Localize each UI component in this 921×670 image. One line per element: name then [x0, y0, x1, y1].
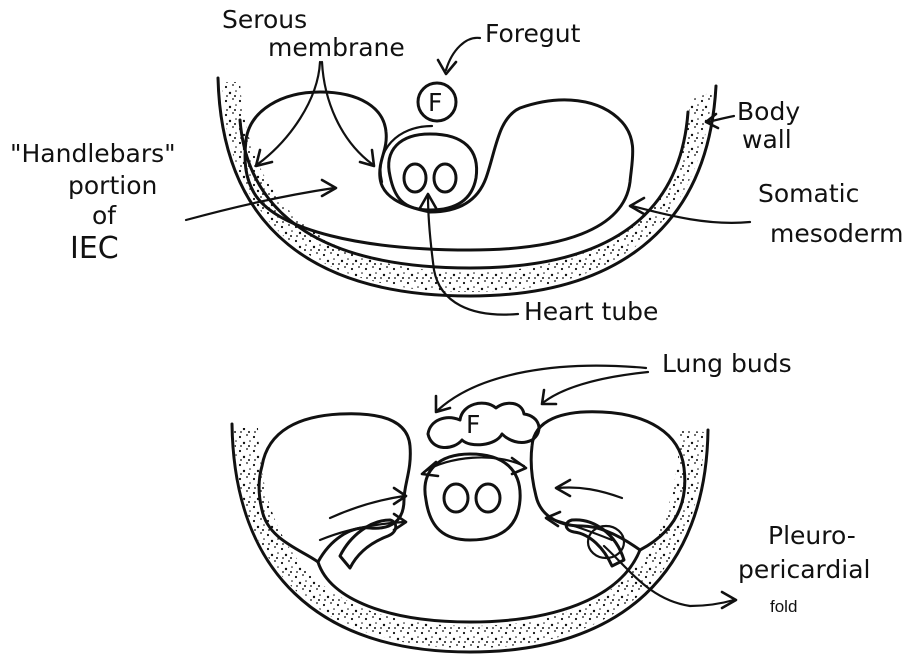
foregut-symbol-a: F	[428, 88, 442, 117]
serous-arrow-right	[320, 60, 374, 166]
handlebars-label-line3: of	[92, 201, 117, 230]
foregut-label: Foregut	[485, 19, 581, 48]
foregut-symbol-b: F	[466, 410, 480, 439]
serous-membrane-label-line2: membrane	[268, 33, 405, 62]
handlebars-arrow	[184, 186, 336, 222]
heart-lumen-left-a	[402, 162, 428, 194]
somatic-mesoderm-a	[222, 82, 712, 292]
heart-tube-label: Heart tube	[524, 297, 658, 326]
left-cavity-b	[257, 412, 412, 564]
lung-buds-label: Lung buds	[662, 349, 792, 378]
pleuropericardial-label-line1: Pleuro-	[768, 521, 856, 550]
left-cavity-a	[243, 90, 635, 252]
foregut-lung-buds-b	[426, 401, 541, 449]
pleuro-fold-right	[564, 518, 626, 568]
handlebars-label-line4: IEC	[70, 231, 119, 266]
arrows-b	[318, 364, 738, 610]
heart-lumen-left-b	[442, 482, 470, 514]
pleuropericardial-label-line2: pericardial	[738, 555, 870, 584]
somatic-mesoderm-label-line2: mesoderm	[770, 219, 904, 248]
somatic-mesoderm-arrow	[630, 204, 752, 224]
handlebars-label-line2: portion	[68, 171, 157, 200]
somatic-mesoderm-b	[234, 428, 704, 648]
serous-arrow-left	[256, 60, 322, 166]
pleuropericardial-arrow	[602, 544, 736, 608]
fold-arrow-left-lower	[318, 520, 406, 542]
double-arrow-top	[422, 456, 526, 474]
heart-lumen-right-a	[432, 162, 458, 194]
lung-bud-arrow-left	[436, 364, 648, 412]
body-wall-arrow	[706, 114, 736, 124]
heart-tube-arrow	[426, 194, 520, 316]
diagram-b: F Lung buds Pleuro- pericardial fold	[230, 349, 870, 654]
foregut-arrow	[444, 36, 482, 72]
pleuro-fold-left	[338, 518, 398, 570]
fold-outline-right	[586, 524, 626, 560]
heart-tube-a	[387, 132, 479, 212]
diagram-a: F Serous membrane Foregut Body wall "Han…	[10, 5, 904, 326]
fold-arrow-left-upper	[328, 494, 406, 520]
heart-tube-inner-a	[379, 124, 434, 184]
arrows-a	[184, 36, 752, 316]
right-cavity-b	[529, 410, 687, 552]
serous-membrane-label-line1: Serous	[222, 5, 307, 34]
body-wall-outer-a	[216, 76, 718, 298]
heart-b	[423, 452, 522, 542]
fold-arrow-right-lower	[546, 516, 614, 542]
body-wall-label-line2: wall	[742, 125, 792, 154]
fold-arrow-right-upper	[556, 486, 624, 500]
lower-cavity-b	[316, 548, 642, 624]
handlebars-label-line1: "Handlebars"	[10, 139, 176, 168]
fold-label: fold	[770, 597, 797, 616]
heart-lumen-right-b	[474, 482, 502, 514]
body-wall-outer-b	[230, 422, 710, 654]
somatic-mesoderm-label-line1: Somatic	[758, 179, 859, 208]
lung-bud-arrow-right	[542, 370, 650, 404]
body-wall-label-line1: Body	[737, 97, 800, 126]
foregut-circle-a	[416, 81, 458, 123]
